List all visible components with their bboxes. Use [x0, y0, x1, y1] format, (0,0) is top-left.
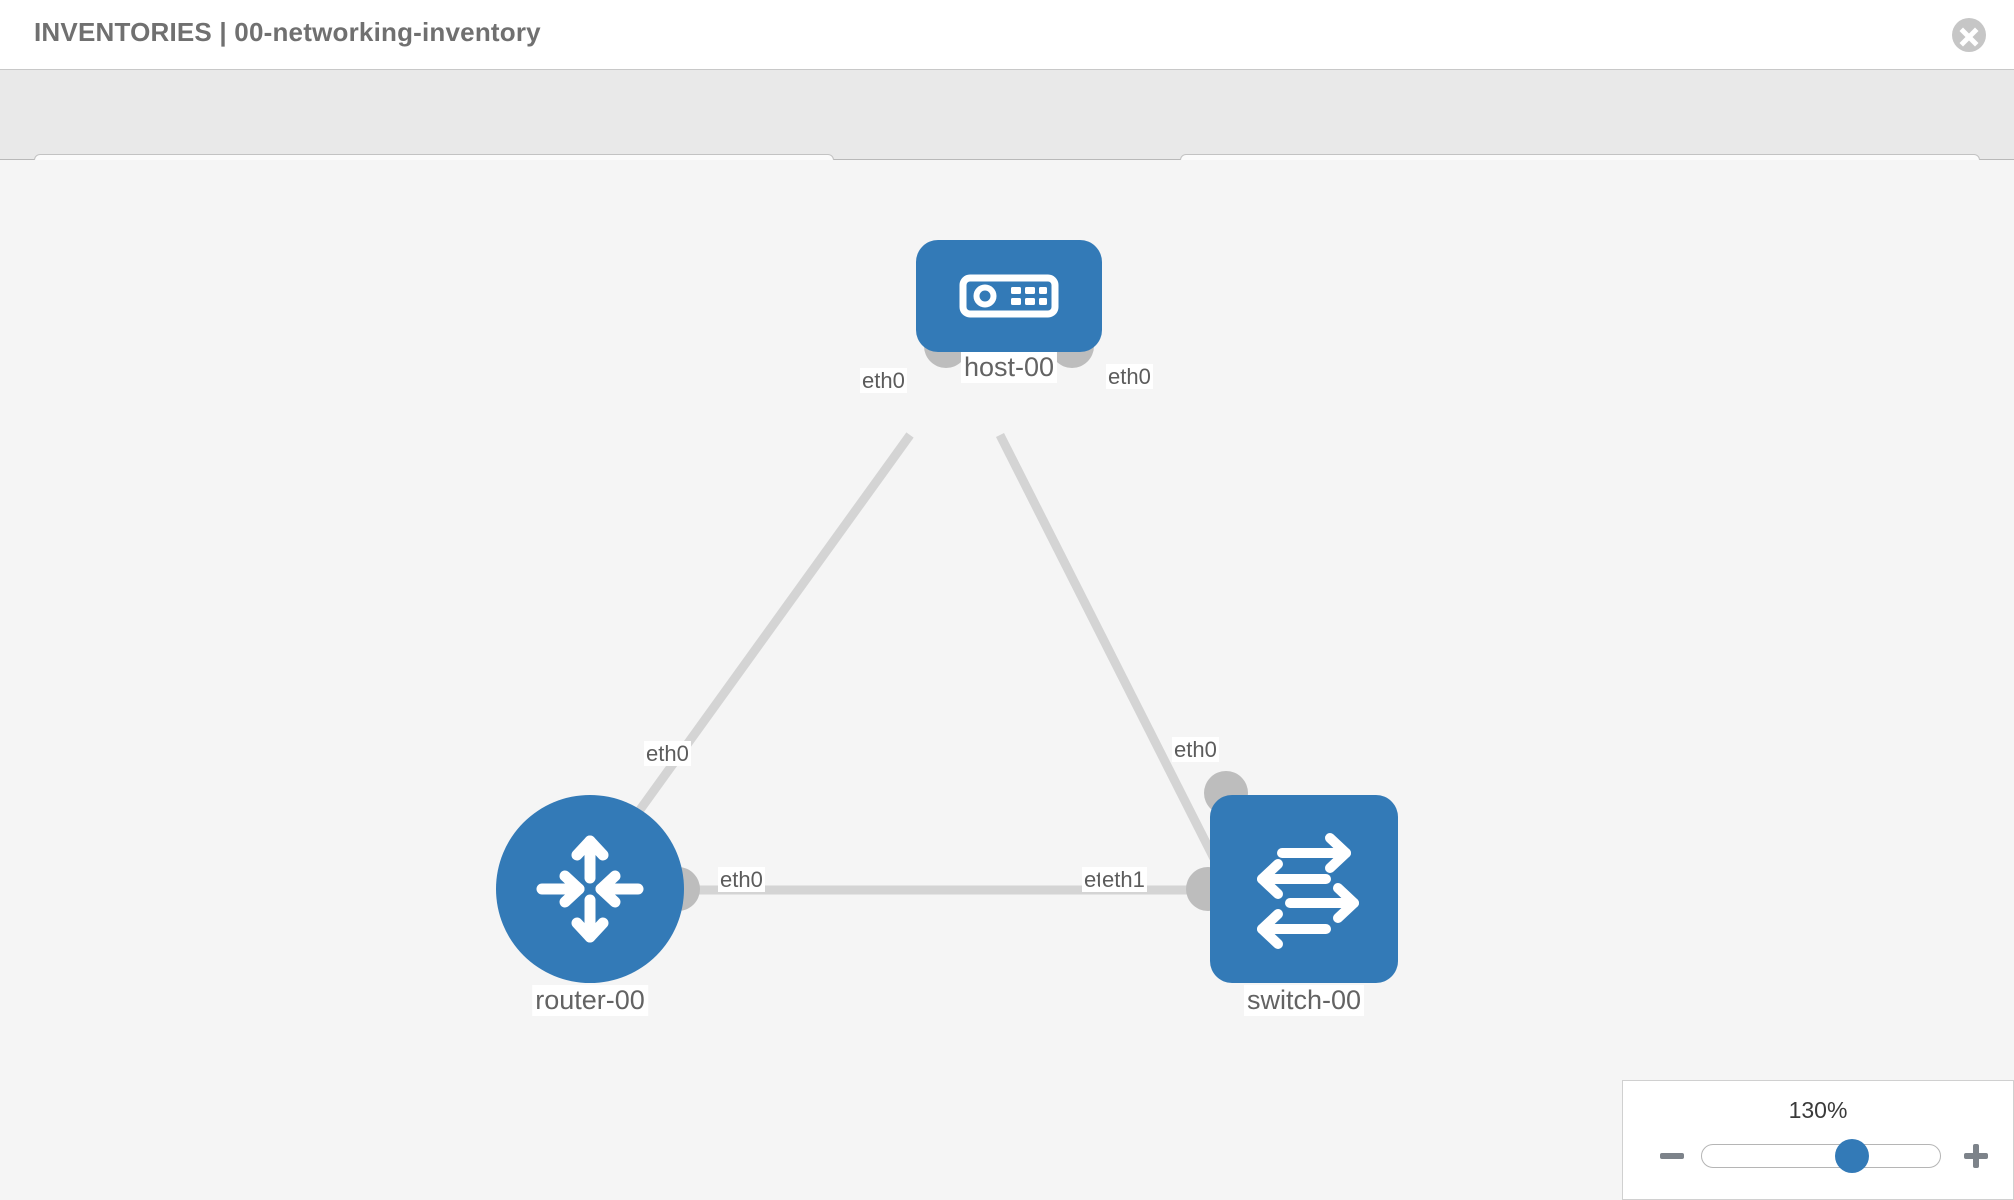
server-icon — [959, 274, 1059, 318]
zoom-slider-row — [1623, 1135, 2013, 1179]
topology-canvas[interactable]: host-00 eth0 eth0 — [0, 160, 2014, 1200]
link-host-switch — [995, 432, 1240, 903]
node-label-host-00: host-00 — [960, 352, 1058, 383]
node-switch-00[interactable]: switch-00 eth0 eth0 eth1 — [1082, 737, 1398, 1025]
port-label-router-up: eth0 — [644, 741, 691, 767]
zoom-slider[interactable] — [1701, 1139, 1941, 1173]
page-title: INVENTORIES | 00-networking-inventory — [34, 17, 541, 47]
port-label-switch-left: eth1 — [1100, 867, 1147, 893]
port-label-switch-up: eth0 — [1172, 737, 1219, 763]
node-label-switch-00: switch-00 — [1243, 985, 1365, 1016]
node-label-router-00: router-00 — [532, 985, 648, 1016]
page-header: INVENTORIES | 00-networking-inventory — [0, 0, 2014, 70]
router-arrows-icon — [536, 835, 644, 943]
switch-arrows-icon — [1257, 833, 1359, 949]
port-label-host-left: eth0 — [860, 368, 907, 394]
switch-node-shape — [1210, 795, 1398, 983]
close-icon[interactable] — [1952, 18, 1986, 52]
port-label-router-right: eth0 — [718, 867, 765, 893]
toolbar: ACTIONS SEARCH — [0, 70, 2014, 216]
zoom-level-value: 130% — [1788, 1097, 1848, 1123]
slider-thumb[interactable] — [1834, 1139, 1869, 1173]
router-node-shape — [496, 795, 684, 983]
plus-icon[interactable] — [1961, 1141, 1991, 1171]
minus-icon[interactable] — [1657, 1141, 1687, 1171]
node-router-00[interactable]: router-00 eth0 eth0 — [496, 741, 765, 1025]
host-node-shape — [916, 240, 1102, 352]
port-label-host-right: eth0 — [1106, 364, 1153, 390]
node-host-00[interactable]: host-00 eth0 eth0 — [860, 240, 1153, 440]
zoom-control-panel: 130% — [1622, 1080, 2014, 1200]
